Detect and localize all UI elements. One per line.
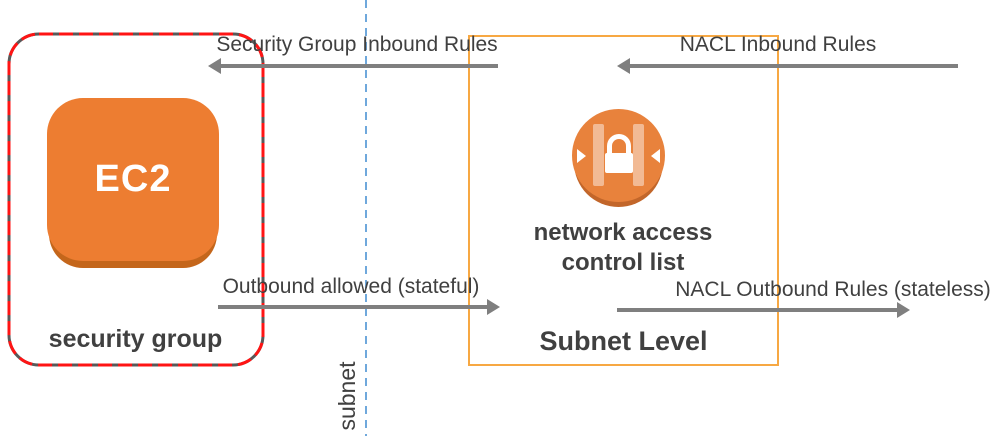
nacl-left-bar [593,124,604,186]
subnet-level-box [468,35,779,366]
ec2-label: EC2 [94,158,172,200]
lock-icon-body [604,153,633,173]
sg-outbound-arrow [218,305,488,309]
nacl-label-line1: network access [533,219,713,246]
nacl-label: network access control list [480,218,766,278]
lock-icon [606,134,631,155]
subnet-divider-line [365,0,367,436]
subnet-level-label: Subnet Level [539,326,708,356]
nacl-right-bar [633,124,644,186]
outbound-allowed-label: Outbound allowed (stateful) [222,275,480,298]
nacl-left-arrow-glyph [577,148,586,163]
ec2-node: EC2 [47,98,219,261]
nacl-outbound-rules-label: NACL Outbound Rules (stateless) [675,278,991,301]
nacl-inbound-rules-label: NACL Inbound Rules [679,33,877,56]
security-group-boundary [7,32,265,367]
sg-inbound-rules-label: Security Group Inbound Rules [216,33,498,56]
subnet-divider-label: subnet [334,361,360,431]
sg-inbound-arrow [220,64,498,68]
nacl-label-line2: control list [561,249,685,276]
nacl-icon [572,109,665,202]
nacl-inbound-arrow [629,64,958,68]
nacl-right-arrow-glyph [651,148,660,163]
nacl-outbound-arrow [617,308,898,312]
security-group-underlay-stroke [7,32,265,367]
security-group-label: security group [48,325,223,353]
